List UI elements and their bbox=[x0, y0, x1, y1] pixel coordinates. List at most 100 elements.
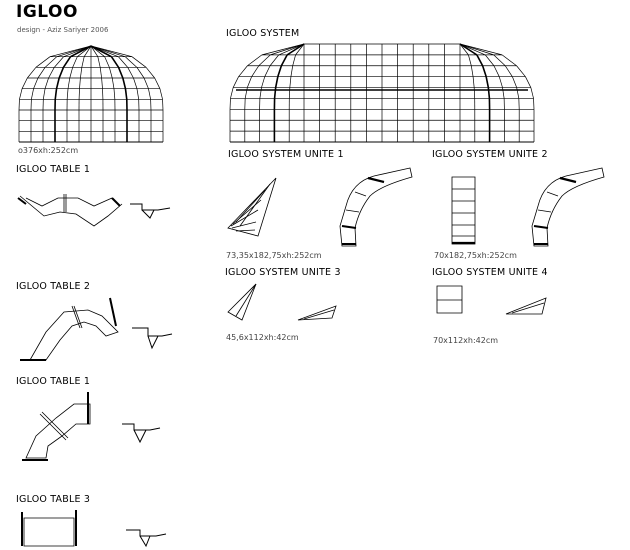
wireframe-line bbox=[137, 67, 144, 78]
wireframe-line bbox=[118, 57, 127, 68]
wireframe-line bbox=[98, 57, 100, 68]
wireframe-line bbox=[55, 89, 56, 100]
wireframe-line bbox=[477, 55, 483, 66]
unite-2-dimension: 70x182,75xh:252cm bbox=[434, 251, 517, 260]
unite-3-wedge-drawing bbox=[298, 306, 336, 320]
unite-2-label: IGLOO SYSTEM UNITE 2 bbox=[432, 149, 548, 160]
wireframe-line bbox=[91, 46, 98, 57]
wireframe-line bbox=[494, 66, 499, 77]
table-1-label: IGLOO TABLE 1 bbox=[16, 164, 91, 175]
table-1b-plan-drawing bbox=[22, 392, 90, 460]
wireframe-line bbox=[27, 67, 36, 78]
wireframe-line bbox=[486, 77, 488, 88]
wireframe-line bbox=[275, 88, 276, 99]
wireframe-line bbox=[289, 88, 290, 99]
table-1b-section-drawing bbox=[122, 424, 160, 442]
wireframe-line bbox=[239, 66, 248, 77]
designer-credit: design - Aziz Sariyer 2006 bbox=[17, 26, 109, 34]
wireframe-line bbox=[473, 77, 474, 88]
wireframe-line bbox=[125, 89, 126, 100]
unite-3-triangle-drawing bbox=[228, 284, 256, 320]
wireframe-line bbox=[67, 89, 68, 100]
table-2-section-drawing bbox=[132, 328, 172, 348]
wireframe-line bbox=[485, 55, 494, 66]
wireframe-line bbox=[517, 88, 519, 99]
wireframe-line bbox=[262, 44, 304, 55]
table-2-label: IGLOO TABLE 2 bbox=[16, 281, 91, 292]
table-3-plan-drawing bbox=[22, 510, 76, 546]
wireframe-line bbox=[230, 88, 233, 99]
wireframe-line bbox=[80, 78, 81, 89]
wireframe-line bbox=[82, 57, 84, 68]
unite-4-label: IGLOO SYSTEM UNITE 4 bbox=[432, 267, 548, 278]
wireframe-line bbox=[503, 88, 505, 99]
wireframe-line bbox=[291, 66, 293, 77]
wireframe-line bbox=[531, 88, 534, 99]
wireframe-line bbox=[502, 55, 516, 66]
wireframe-line bbox=[494, 55, 506, 66]
wireframe-line bbox=[59, 67, 63, 78]
table-1b-label: IGLOO TABLE 1 bbox=[16, 376, 91, 387]
wireframe-line bbox=[38, 67, 45, 78]
wireframe-line bbox=[160, 89, 163, 100]
unite-3-dimension: 45,6x112xh:42cm bbox=[226, 333, 299, 342]
wireframe-line bbox=[247, 55, 261, 66]
wireframe-line bbox=[270, 55, 279, 66]
wireframe-line bbox=[91, 46, 111, 57]
wireframe-line bbox=[133, 78, 137, 89]
wireframe-line bbox=[460, 44, 494, 55]
wireframe-line bbox=[91, 46, 132, 57]
wireframe-line bbox=[233, 77, 238, 88]
wireframe-line bbox=[259, 55, 271, 66]
wireframe-line bbox=[105, 57, 110, 68]
wireframe-line bbox=[111, 57, 118, 68]
wireframe-line bbox=[144, 78, 148, 89]
wireframe-line bbox=[155, 78, 160, 89]
wireframe-line bbox=[123, 78, 126, 89]
wireframe-line bbox=[247, 77, 251, 88]
wireframe-line bbox=[279, 44, 304, 55]
unite-4-box-drawing bbox=[437, 286, 462, 313]
wireframe-line bbox=[293, 55, 296, 66]
wireframe-line bbox=[119, 67, 123, 78]
unite-4-wedge-drawing bbox=[506, 298, 546, 314]
wireframe-line bbox=[505, 66, 512, 77]
wireframe-line bbox=[512, 77, 516, 88]
wireframe-line bbox=[49, 67, 55, 78]
wireframe-line bbox=[483, 66, 487, 77]
table-1-section-drawing bbox=[130, 204, 170, 218]
wireframe-line bbox=[19, 89, 22, 100]
wireframe-line bbox=[474, 88, 475, 99]
wireframe-line bbox=[45, 57, 57, 68]
wireframe-line bbox=[57, 78, 60, 89]
wireframe-line bbox=[287, 44, 304, 55]
unite-1-label: IGLOO SYSTEM UNITE 1 bbox=[228, 149, 344, 160]
wireframe-line bbox=[100, 67, 101, 78]
wireframe-line bbox=[265, 66, 270, 77]
wireframe-line bbox=[54, 57, 63, 68]
wireframe-line bbox=[125, 57, 137, 68]
igloo-system-drawing bbox=[230, 44, 534, 142]
igloo-system-label: IGLOO SYSTEM bbox=[226, 28, 300, 39]
wireframe-line bbox=[68, 78, 70, 89]
unite-2-rib-drawing bbox=[532, 168, 604, 246]
wireframe-line bbox=[45, 78, 49, 89]
wireframe-line bbox=[148, 89, 150, 100]
igloo-dimension: o376xh:252cm bbox=[18, 146, 79, 155]
wireframe-line bbox=[146, 67, 155, 78]
table-2-plan-drawing bbox=[20, 298, 118, 360]
wireframe-line bbox=[276, 77, 278, 88]
table-3-label: IGLOO TABLE 3 bbox=[16, 494, 91, 505]
wireframe-line bbox=[261, 77, 264, 88]
wireframe-line bbox=[270, 44, 304, 55]
wireframe-line bbox=[460, 44, 485, 55]
wireframe-line bbox=[471, 66, 473, 77]
wireframe-line bbox=[80, 67, 81, 78]
wireframe-line bbox=[281, 55, 287, 66]
wireframe-line bbox=[114, 89, 115, 100]
wireframe-line bbox=[36, 57, 50, 68]
unite-1-rib-drawing bbox=[340, 168, 412, 246]
unite-3-label: IGLOO SYSTEM UNITE 3 bbox=[225, 267, 341, 278]
wireframe-line bbox=[70, 67, 73, 78]
igloo-dome-drawing bbox=[19, 46, 163, 142]
